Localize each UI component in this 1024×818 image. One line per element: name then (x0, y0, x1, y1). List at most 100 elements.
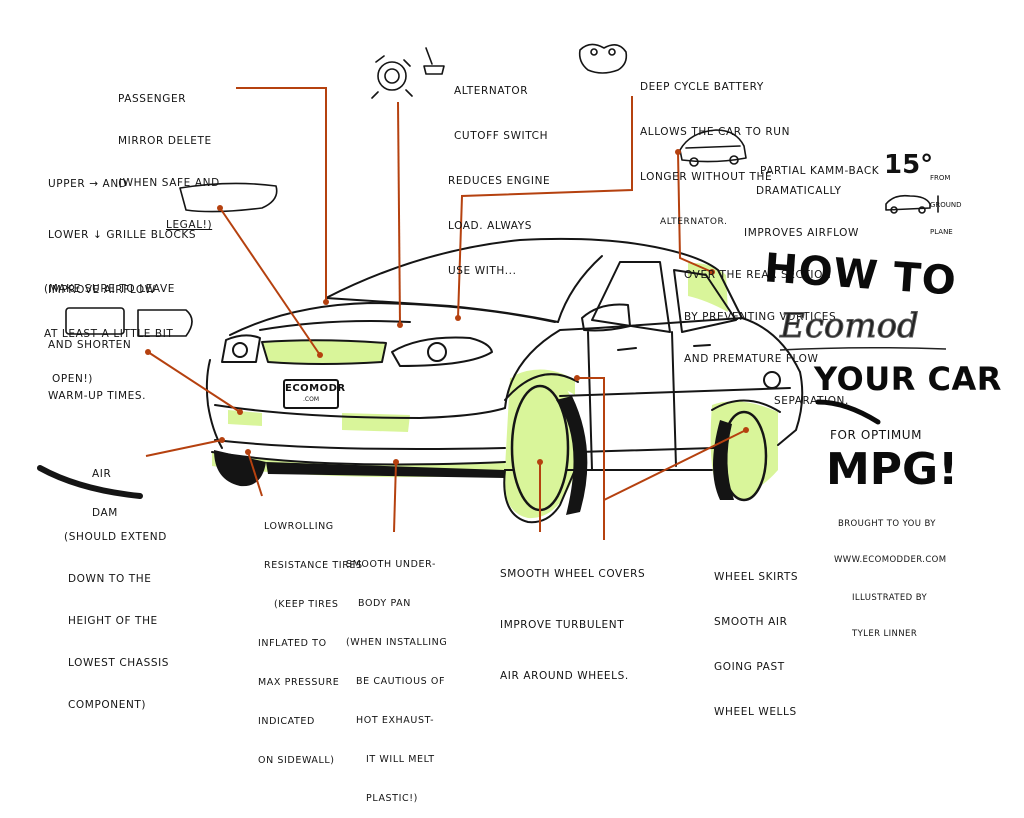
mirror-note-line: (WHEN SAFE AND (118, 177, 220, 189)
rear-skirt-leader (603, 429, 747, 501)
wheel-covers-note: SMOOTH WHEEL COVERS IMPROVE TURBULENT AI… (500, 532, 645, 702)
fuel-door (763, 371, 781, 389)
battery-leader (457, 96, 633, 319)
tires-note-line: (KEEP TIRES (274, 599, 339, 610)
bumper (214, 404, 506, 419)
rear-quarter (777, 371, 804, 446)
lower-bumper (214, 439, 506, 450)
mirror-note-line: PASSENGER (118, 93, 187, 105)
air-dam-detail-line: HEIGHT OF THE (68, 615, 158, 627)
kamm-heading: PARTIAL KAMM-BACK (760, 136, 879, 192)
battery-note-line: ALTERNATOR. (660, 217, 728, 227)
door-gap-rear (671, 331, 677, 467)
grille-warning-line: (MAKE SURE TO LEAVE (44, 283, 176, 295)
kamm-back-highlight (688, 262, 728, 312)
credit-line: WWW.ECOMODDER.COM (834, 555, 947, 565)
mirror-leader (236, 87, 327, 302)
front-wheel-arch (504, 373, 579, 401)
air-dam-detail-line: LOWEST CHASSIS (68, 657, 170, 669)
leader-lines (145, 87, 747, 540)
air-dam-detail-note: (SHOULD EXTEND DOWN TO THE HEIGHT OF THE… (64, 502, 169, 726)
title-brand: Ecomod (780, 306, 920, 347)
battery-note-line: ALLOWS THE CAR TO RUN (640, 126, 791, 138)
angle-label: 15° (884, 150, 933, 180)
hood (229, 302, 556, 336)
air-dam-line: AIR (92, 468, 112, 480)
left-headlight-lens (232, 342, 248, 358)
tires-note-line: RESISTANCE TIRES (264, 560, 363, 571)
lower-grille-highlight (228, 410, 262, 426)
car-outline (205, 237, 804, 471)
tires-note-line: INFLATED TO (258, 638, 327, 649)
lower-grille-block-sketch-1 (65, 307, 125, 335)
rear-door-window (673, 269, 737, 333)
leader-dots (145, 149, 749, 465)
credit-block: BROUGHT TO YOU BY WWW.ECOMODDER.COM ILLU… (834, 494, 947, 652)
air-dam-note: AIR DAM (92, 442, 118, 533)
car-drawing (37, 43, 939, 540)
grille-warning-line: OPEN!) (52, 373, 93, 385)
mirror-note-line: MIRROR DELETE (118, 135, 212, 147)
wheel-covers-line: AIR AROUND WHEELS. (500, 670, 629, 682)
underpan-note-line: PLASTIC!) (366, 793, 418, 804)
alternator-sketch (377, 61, 407, 91)
grille-note-line: IMPROVE AIRFLOW (48, 284, 156, 296)
alternator-leader (397, 101, 401, 326)
kamm-heading-line: PARTIAL KAMM-BACK (760, 165, 880, 177)
rear-wheel-arch (711, 399, 781, 413)
credit-line: TYLER LINNER (852, 629, 918, 639)
kamm-note-line: IMPROVES AIRFLOW (744, 227, 860, 239)
tires-leader (247, 451, 263, 497)
wheel-skirts-line: WHEEL WELLS (714, 706, 797, 718)
kamm-back-car-sketch (679, 129, 747, 163)
alternator-note: ALTERNATOR CUTOFF SWITCH REDUCES ENGINE … (448, 54, 550, 294)
battery-note-line: DEEP CYCLE BATTERY (640, 81, 764, 93)
kamm-leader (677, 151, 713, 273)
air-dam-leader (145, 439, 223, 457)
grille-note-line: UPPER → AND (48, 178, 128, 190)
underpan-note-line: (WHEN INSTALLING (346, 637, 448, 648)
front-tire-shadow (556, 396, 588, 515)
tires-note-line: LOWROLLING (264, 521, 334, 532)
rear-tire-shadow (713, 420, 734, 500)
underpan-note: SMOOTH UNDER- BODY PAN (WHEN INSTALLING … (346, 532, 447, 818)
body-crease (559, 387, 791, 397)
left-headlight (221, 334, 261, 363)
side-sketches (37, 43, 939, 499)
front-left-tire (214, 450, 266, 487)
front-fascia (205, 359, 223, 449)
wheel-skirts-line: WHEEL SKIRTS (714, 571, 799, 583)
angle-note: FROM GROUND PLANE (930, 156, 962, 246)
upper-grille (261, 339, 387, 365)
alternator-note-line: ALTERNATOR (454, 85, 529, 97)
hood-crease (259, 320, 411, 331)
lower-grille-block-sketch-2 (137, 309, 193, 337)
right-headlight-lens (427, 342, 447, 362)
right-headlight (391, 336, 493, 367)
upper-grille-highlight (262, 340, 386, 364)
grille-note-line: LOWER ↓ GRILLE BLOCKS (48, 229, 197, 241)
angle-value: 15° (884, 150, 934, 180)
grille-note-line: AND SHORTEN (48, 339, 132, 351)
kamm-note-line: DRAMATICALLY (756, 185, 842, 197)
mirror-shape (581, 303, 631, 332)
alternator-note-line: USE WITH... (448, 265, 517, 277)
your-car-swoosh (816, 399, 881, 425)
a-pillar (557, 255, 603, 323)
wheel-covers-line: SMOOTH WHEEL COVERS (500, 568, 646, 580)
underpan-note-line: IT WILL MELT (366, 754, 435, 765)
alternator-note-line: LOAD. ALWAYS (448, 220, 533, 232)
windshield (325, 297, 559, 323)
wheel-skirts-leader (577, 377, 605, 540)
front-right-tire-outer (503, 469, 577, 524)
underpan-note-line: HOT EXHAUST- (356, 715, 435, 726)
alternator-note-line: REDUCES ENGINE (448, 175, 551, 187)
air-dam-line: DAM (92, 507, 118, 519)
credit-line: BROUGHT TO YOU BY (838, 519, 936, 529)
mirror-note-line: LEGAL!) (166, 219, 213, 231)
upper-grille-block-sketch (179, 182, 278, 213)
door-handle-front (617, 347, 637, 351)
grille-note-line: WARM-UP TIMES. (48, 390, 147, 402)
underpan-note-line: SMOOTH UNDER- (346, 559, 436, 570)
underbody-shadow (266, 462, 505, 478)
